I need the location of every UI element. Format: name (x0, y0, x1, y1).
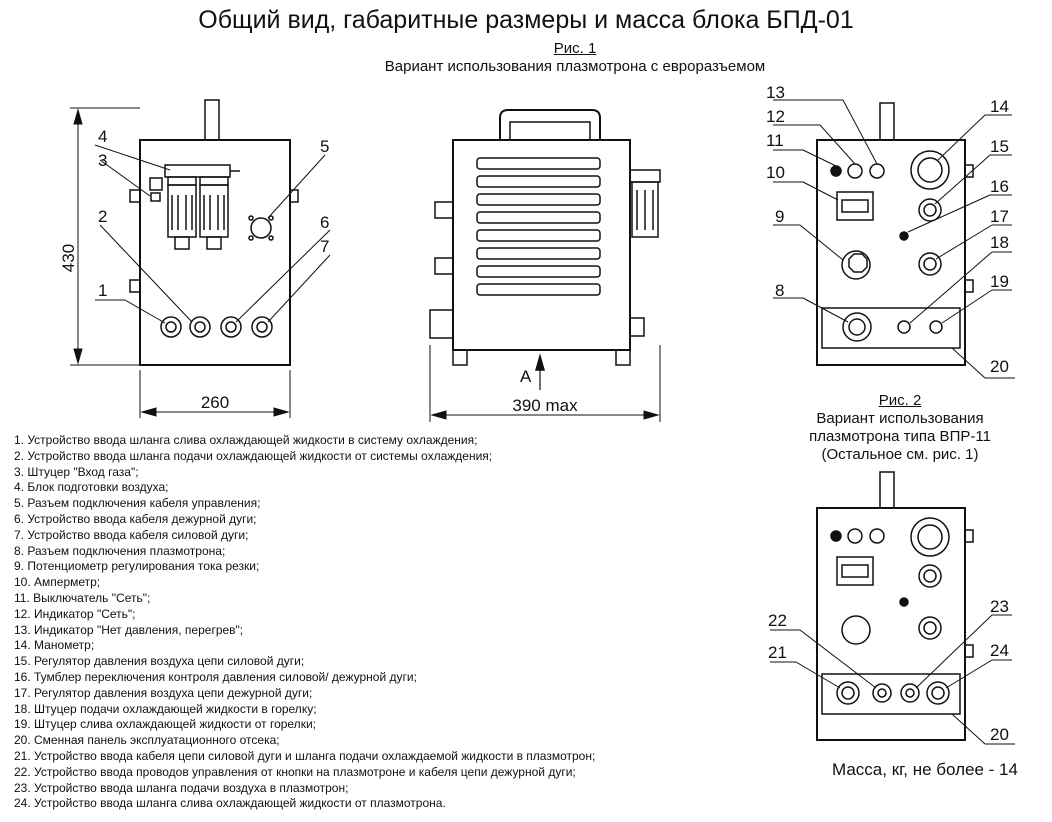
legend-item: 6. Устройство ввода кабеля дежурной дуги… (14, 511, 257, 526)
legend-item: 23. Устройство ввода шланга подачи возду… (14, 780, 349, 795)
callout-13: 13 (766, 83, 785, 102)
callout-5: 5 (320, 137, 329, 156)
callout-12: 12 (766, 107, 785, 126)
legend-item: 11. Выключатель "Сеть"; (14, 590, 151, 605)
fig1-description: Вариант использования плазмотрона с евро… (384, 58, 766, 75)
callout-9: 9 (775, 207, 784, 226)
callout-6: 6 (320, 213, 329, 232)
legend-item: 2. Устройство ввода шланга подачи охлажд… (14, 448, 493, 463)
callout-10: 10 (766, 163, 785, 182)
air-prep-unit (149, 164, 240, 250)
legend-item: 8. Разъем подключения плазмотрона; (14, 543, 226, 558)
callout-22: 22 (768, 611, 787, 630)
dim-depth: 390 max (512, 396, 578, 415)
front-glands (160, 316, 273, 338)
legend-item: 10. Амперметр; (14, 575, 101, 590)
side-body (452, 139, 631, 351)
legend-item: 13. Индикатор "Нет давления, перегрев"; (14, 622, 244, 637)
panel-body (816, 139, 966, 366)
callout-23: 23 (990, 597, 1009, 616)
callout-18: 18 (990, 233, 1009, 252)
fig2-caption: Рис. 2 Вариант использования плазмотрона… (770, 392, 1030, 464)
side-view (429, 109, 661, 422)
callout-16: 16 (990, 177, 1009, 196)
fig2-line1: Вариант использования (816, 410, 984, 427)
front-handle (204, 99, 220, 141)
legend-list: 1. Устройство ввода шланга слива охлажда… (14, 433, 595, 812)
legend-item: 20. Сменная панель эксплуатационного отс… (14, 733, 280, 748)
dim-height: 430 (59, 244, 78, 272)
panel-view-fig1 (773, 99, 1015, 379)
vent-grille (476, 157, 601, 296)
legend-item: 14. Манометр; (14, 638, 95, 653)
legend-item: 16. Тумблер переключения контроля давлен… (14, 669, 417, 684)
callout-1: 1 (98, 281, 107, 300)
legend-item: 19. Штуцер слива охлаждающей жидкости от… (14, 717, 316, 732)
callout-7: 7 (320, 237, 329, 256)
front-dimensions (70, 107, 291, 418)
legend-item: 15. Регулятор давления воздуха цепи сило… (14, 654, 305, 669)
legend-item: 24. Устройство ввода шланга слива охлажд… (14, 796, 446, 811)
callout-19: 19 (990, 272, 1009, 291)
front-tab (129, 189, 141, 203)
panel-view-fig2 (770, 471, 1015, 745)
callout-17: 17 (990, 207, 1009, 226)
legend-item: 17. Регулятор давления воздуха цепи дежу… (14, 685, 313, 700)
legend-item: 5. Разъем подключения кабеля управления; (14, 496, 261, 511)
fig1-caption: Рис. 1 Вариант использования плазмотрона… (300, 40, 850, 76)
callout-4: 4 (98, 127, 107, 146)
callout-3: 3 (98, 151, 107, 170)
front-tab (129, 279, 141, 293)
fig1-label: Рис. 1 (553, 40, 597, 57)
page-title: Общий вид, габаритные размеры и масса бл… (198, 6, 854, 34)
legend-item: 1. Устройство ввода шланга слива охлажда… (14, 433, 478, 447)
callout-20b: 20 (990, 725, 1009, 744)
view-arrow-label: А (520, 367, 532, 386)
legend-item: 21. Устройство ввода кабеля цепи силовой… (14, 748, 596, 763)
mass-note: Масса, кг, не более - 14 (832, 760, 1018, 779)
callout-11: 11 (766, 131, 784, 150)
fig2-line2: плазмотрона типа ВПР-11 (809, 428, 991, 445)
callout-21: 21 (768, 643, 787, 662)
callout-8: 8 (775, 281, 784, 300)
callout-15: 15 (990, 137, 1009, 156)
replaceable-panel (821, 307, 961, 349)
control-connector (248, 215, 274, 241)
legend-item: 18. Штуцер подачи охлаждающей жидкости в… (14, 701, 317, 716)
callout-24: 24 (990, 641, 1009, 660)
legend-item: 9. Потенциометр регулирования тока резки… (14, 559, 260, 574)
front-leaders (94, 144, 331, 324)
callout-14: 14 (990, 97, 1009, 116)
legend-item: 4. Блок подготовки воздуха; (14, 480, 169, 495)
legend-item: 3. Штуцер "Вход газа"; (14, 464, 139, 479)
fig2-line3: (Остальное см. рис. 1) (821, 446, 979, 463)
front-view (70, 99, 331, 418)
fig2-label: Рис. 2 (878, 392, 922, 409)
callout-2: 2 (98, 207, 107, 226)
legend-item: 12. Индикатор "Сеть"; (14, 606, 136, 621)
drawing-labels: 430 260 390 max А 1 2 3 4 5 6 7 8 9 10 1… (59, 83, 1009, 744)
front-body (139, 139, 291, 366)
legend-item: 7. Устройство ввода кабеля силовой дуги; (14, 527, 249, 542)
carry-handle (499, 109, 601, 140)
legend-item: 22. Устройство ввода проводов управления… (14, 764, 576, 779)
dim-width: 260 (201, 393, 229, 412)
callout-20: 20 (990, 357, 1009, 376)
